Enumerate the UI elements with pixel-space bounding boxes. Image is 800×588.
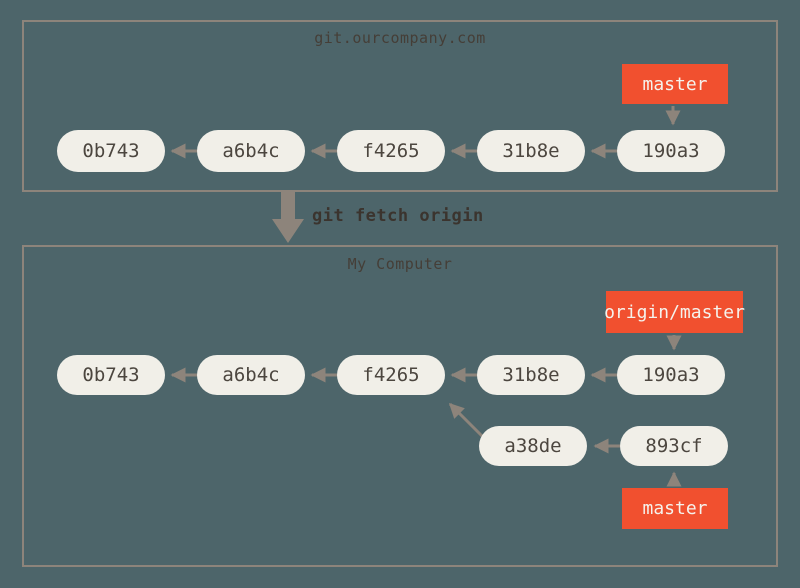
server-commit-f4265: f4265	[337, 130, 445, 172]
server-commit-31b8e: 31b8e	[477, 130, 585, 172]
server-repo-box: git.ourcompany.com	[22, 20, 778, 192]
server-repo-title: git.ourcompany.com	[314, 29, 486, 47]
server-commit-0b743: 0b743	[57, 130, 165, 172]
local-commit-893cf: 893cf	[620, 426, 728, 466]
local-commit-f4265: f4265	[337, 355, 445, 395]
fetch-arrow	[272, 192, 304, 243]
local-origin-master-branch-label: origin/master	[604, 291, 745, 333]
server-commit-a6b4c: a6b4c	[197, 130, 305, 172]
local-commit-a38de: a38de	[479, 426, 587, 466]
local-commit-190a3: 190a3	[617, 355, 725, 395]
server-master-branch-label: master	[622, 64, 728, 104]
local-repo-box: My Computer	[22, 245, 778, 567]
server-commit-190a3: 190a3	[617, 130, 725, 172]
local-commit-a6b4c: a6b4c	[197, 355, 305, 395]
local-repo-title: My Computer	[347, 255, 453, 273]
local-master-branch-label: master	[622, 488, 728, 529]
git-fetch-command-label: git fetch origin	[312, 206, 484, 226]
local-commit-31b8e: 31b8e	[477, 355, 585, 395]
local-commit-0b743: 0b743	[57, 355, 165, 395]
